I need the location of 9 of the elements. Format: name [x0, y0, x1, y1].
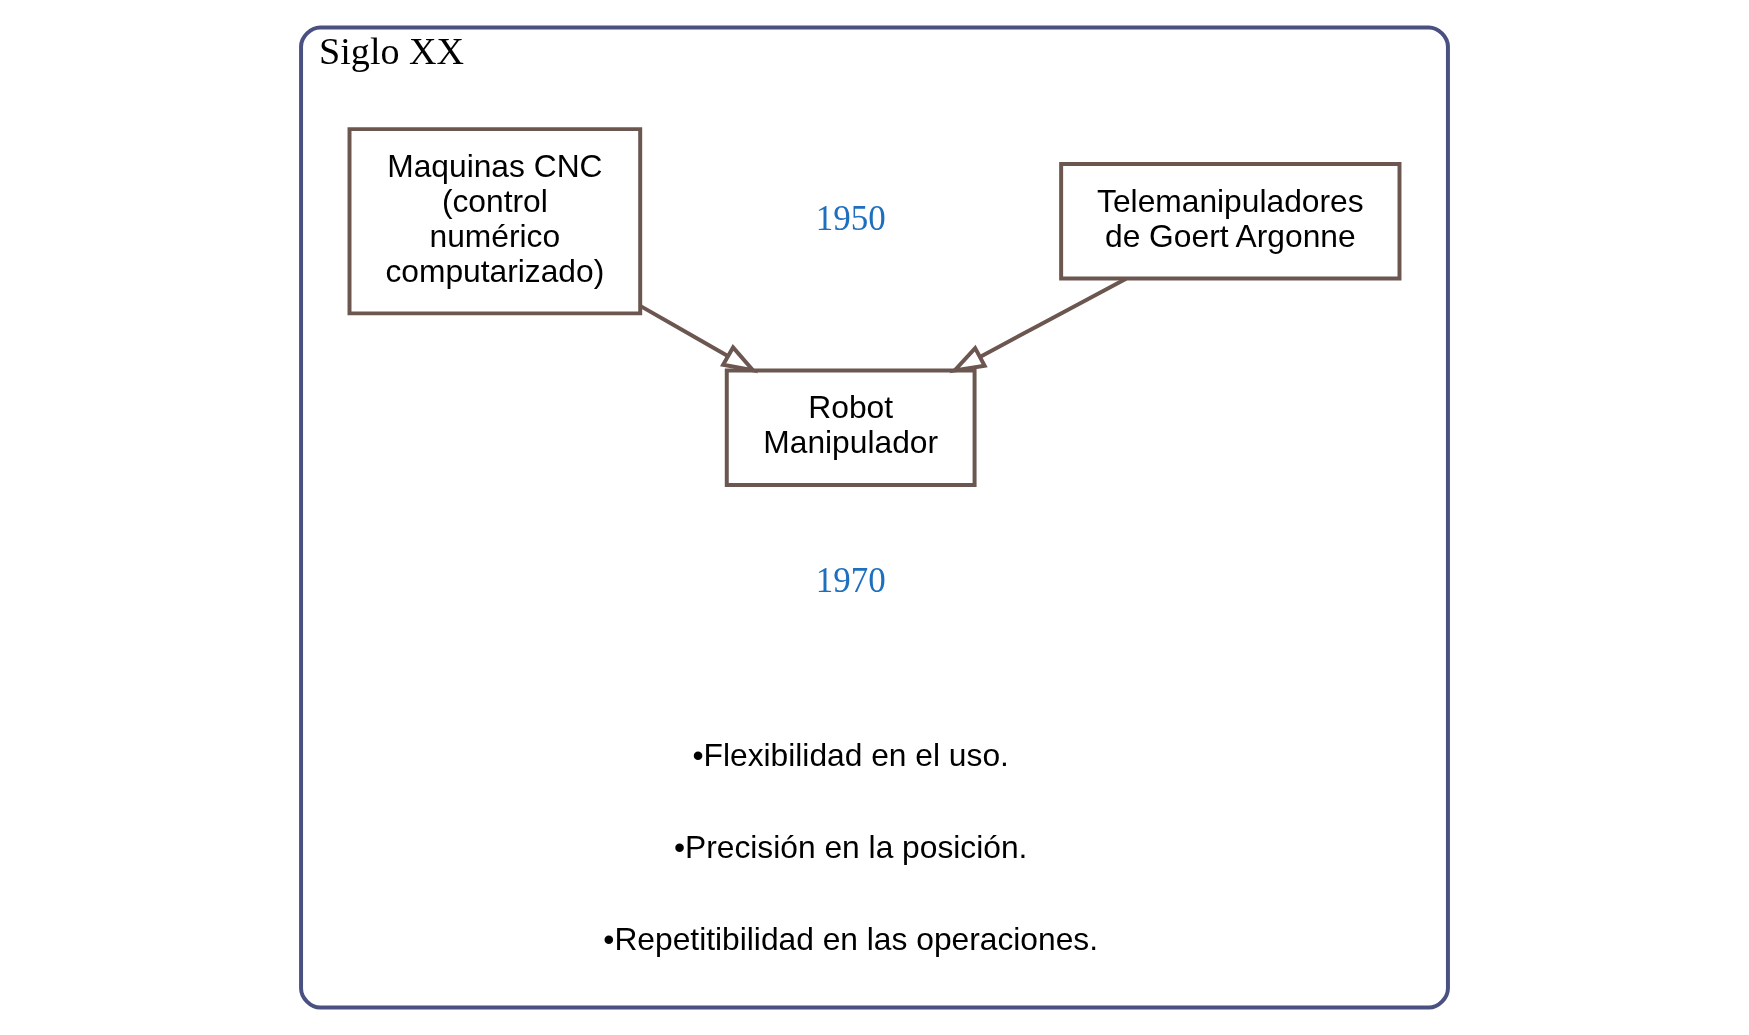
node-box: Telemanipuladores de Goert Argonne	[1059, 162, 1402, 281]
node-box: Robot Manipulador	[724, 368, 977, 487]
label: •Precisión en la posición.	[673, 829, 1028, 866]
label: 1950	[815, 199, 886, 239]
arrow	[639, 304, 759, 374]
label: •Repetitibilidad en las operaciones.	[603, 921, 1099, 958]
node-box: Maquinas CNC (control numérico computarizado)	[347, 127, 643, 316]
label: 1970	[815, 561, 886, 601]
label: •Flexibilidad en el uso.	[692, 737, 1009, 774]
